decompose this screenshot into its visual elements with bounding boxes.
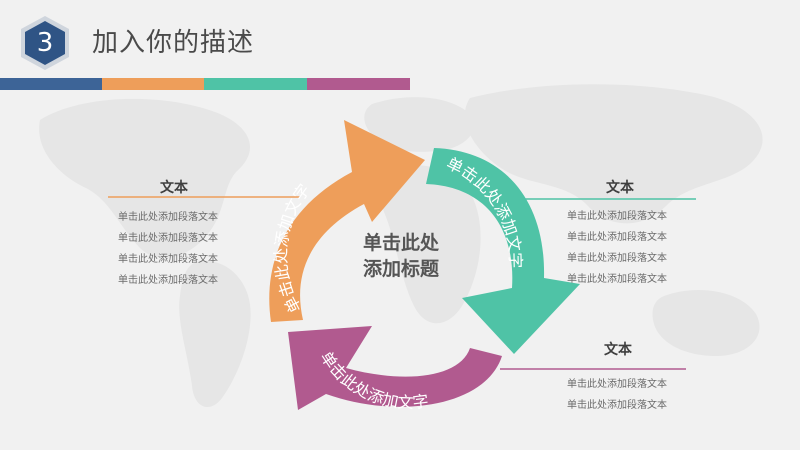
paragraph-line: 单击此处添加段落文本	[567, 232, 667, 243]
color-bar-teal	[204, 78, 307, 90]
center-title-line: 添加标题	[362, 258, 439, 280]
text-block-heading-right-bottom: 文本	[604, 342, 632, 358]
text-block-body-left: 单击此处添加段落文本 单击此处添加段落文本 单击此处添加段落文本 单击此处添加段…	[118, 207, 218, 291]
text-block-body-right-top: 单击此处添加段落文本 单击此处添加段落文本 单击此处添加段落文本 单击此处添加段…	[567, 206, 667, 290]
arrow-orange	[269, 120, 425, 322]
color-bar-orange	[102, 78, 204, 90]
paragraph-line: 单击此处添加段落文本	[567, 274, 667, 285]
section-number: 3	[36, 28, 54, 58]
color-bar-purple	[307, 78, 410, 90]
section-number-badge	[21, 16, 69, 70]
page-title: 加入你的描述	[92, 28, 255, 58]
text-block-heading-right-top: 文本	[606, 180, 634, 196]
paragraph-line: 单击此处添加段落文本	[567, 400, 667, 411]
text-block-heading-left: 文本	[160, 180, 188, 196]
paragraph-line: 单击此处添加段落文本	[118, 233, 218, 244]
arrow-purple	[288, 326, 502, 410]
paragraph-line: 单击此处添加段落文本	[118, 254, 218, 265]
arrow-teal	[426, 148, 580, 354]
paragraph-line: 单击此处添加段落文本	[567, 253, 667, 264]
paragraph-line: 单击此处添加段落文本	[567, 379, 667, 390]
paragraph-line: 单击此处添加段落文本	[118, 275, 218, 286]
text-block-body-right-bottom: 单击此处添加段落文本 单击此处添加段落文本	[567, 374, 667, 416]
center-title-line: 单击此处	[362, 232, 439, 254]
color-bar-blue	[0, 78, 102, 90]
paragraph-line: 单击此处添加段落文本	[567, 211, 667, 222]
center-title: 单击此处 添加标题	[341, 230, 461, 282]
paragraph-line: 单击此处添加段落文本	[118, 212, 218, 223]
